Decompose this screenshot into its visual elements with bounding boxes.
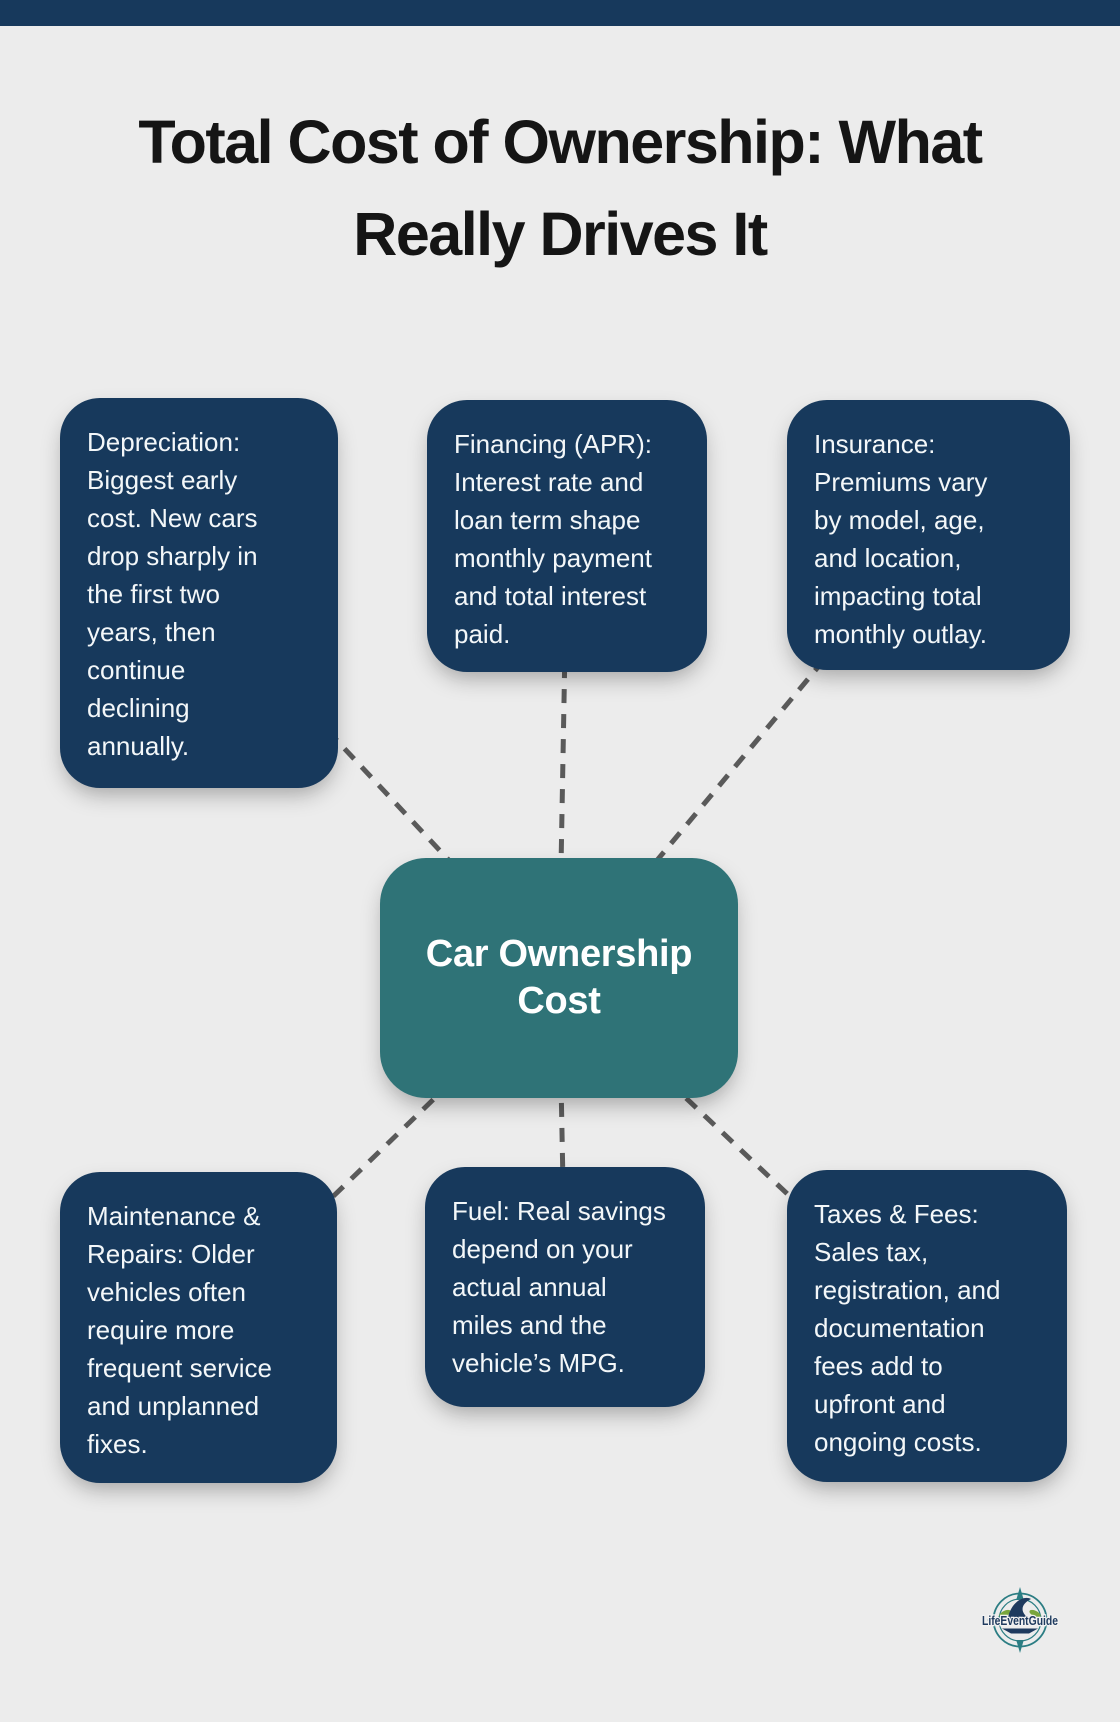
top-accent-bar xyxy=(0,0,1120,26)
node-financing: Financing (APR): Interest rate and loan … xyxy=(427,400,707,672)
node-maintenance: Maintenance & Repairs: Older vehicles of… xyxy=(60,1172,337,1483)
logo-wordmark: LifeEventGuide xyxy=(982,1613,1058,1628)
compass-icon xyxy=(987,1587,1053,1653)
node-taxes: Taxes & Fees: Sales tax, registration, a… xyxy=(787,1170,1067,1482)
node-fuel: Fuel: Real savings depend on your actual… xyxy=(425,1167,705,1407)
node-insurance: Insurance: Premiums vary by model, age, … xyxy=(787,400,1070,670)
lifeeventguide-logo: LifeEventGuide xyxy=(981,1587,1059,1653)
center-node-car-ownership-cost: Car Ownership Cost xyxy=(380,858,738,1098)
page-title: Total Cost of Ownership: What Really Dri… xyxy=(138,108,983,268)
node-depreciation: Depreciation: Biggest early cost. New ca… xyxy=(60,398,338,788)
